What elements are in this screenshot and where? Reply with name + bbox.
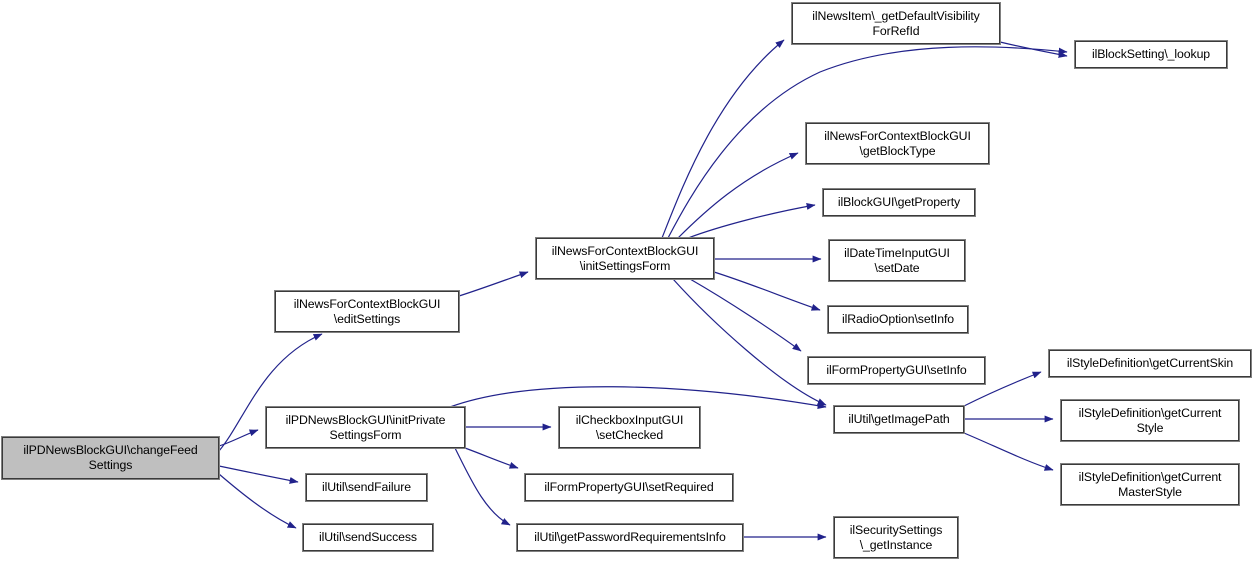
graph-node-label: ilNewsForContextBlockGUI \getBlockType: [824, 128, 971, 158]
graph-edge-getImagePath-to-getCurrentMasterStyle: [963, 432, 1054, 471]
graph-node-label: ilDateTimeInputGUI \setDate: [844, 245, 950, 275]
graph-node-sendFailure[interactable]: ilUtil\sendFailure: [305, 473, 428, 502]
graph-node-setChecked[interactable]: ilCheckboxInputGUI \setChecked: [558, 406, 701, 449]
graph-node-getCurrentSkin[interactable]: ilStyleDefinition\getCurrentSkin: [1048, 349, 1252, 378]
graph-node-setInfoRadio[interactable]: ilRadioOption\setInfo: [827, 305, 969, 334]
graph-node-setInfoForm[interactable]: ilFormPropertyGUI\setInfo: [807, 356, 986, 385]
graph-node-label: ilPDNewsBlockGUI\changeFeed Settings: [23, 443, 198, 472]
graph-edge-initSettingsForm-to-getProperty: [687, 203, 816, 239]
graph-edge-initSettingsForm-to-setInfoForm: [689, 278, 802, 352]
graph-node-getImagePath[interactable]: ilUtil\getImagePath: [833, 405, 965, 434]
graph-node-label: ilUtil\getImagePath: [848, 412, 950, 427]
graph-node-label: ilCheckboxInputGUI \setChecked: [575, 412, 684, 442]
graph-node-label: ilUtil\sendFailure: [321, 480, 412, 495]
graph-node-label: ilStyleDefinition\getCurrentSkin: [1066, 356, 1234, 371]
graph-node-initSettingsForm[interactable]: ilNewsForContextBlockGUI \initSettingsFo…: [535, 237, 715, 280]
graph-node-label: ilFormPropertyGUI\setInfo: [826, 363, 967, 378]
graph-node-getCurrentStyle[interactable]: ilStyleDefinition\getCurrent Style: [1060, 399, 1240, 442]
graph-node-getBlockType[interactable]: ilNewsForContextBlockGUI \getBlockType: [805, 122, 990, 165]
graph-node-changeFeedSettings[interactable]: ilPDNewsBlockGUI\changeFeed Settings: [1, 436, 220, 480]
graph-node-label: ilNewsForContextBlockGUI \initSettingsFo…: [551, 243, 699, 273]
graph-edge-changeFeedSettings-to-sendFailure: [218, 465, 299, 484]
graph-edge-changeFeedSettings-to-sendSuccess: [218, 473, 297, 529]
graph-node-label: ilRadioOption\setInfo: [841, 312, 955, 327]
graph-node-securitySettingsGetInstance[interactable]: ilSecuritySettings \_getInstance: [833, 516, 959, 559]
graph-node-getCurrentMasterStyle[interactable]: ilStyleDefinition\getCurrent MasterStyle: [1060, 463, 1240, 506]
graph-node-editSettings[interactable]: ilNewsForContextBlockGUI \editSettings: [274, 290, 460, 333]
graph-edge-getDefaultVisibilityForRefId-to-blockSettingLookup: [999, 41, 1068, 58]
graph-node-blockSettingLookup[interactable]: ilBlockSetting\_lookup: [1074, 40, 1228, 69]
graph-node-getPasswordRequirementsInfo[interactable]: ilUtil\getPasswordRequirementsInfo: [516, 523, 744, 552]
graph-node-label: ilStyleDefinition\getCurrent MasterStyle: [1078, 469, 1222, 499]
graph-node-label: ilNewsItem\_getDefaultVisibility ForRefI…: [812, 8, 980, 38]
graph-edge-editSettings-to-initSettingsForm: [458, 271, 529, 297]
graph-edge-initPrivateSettingsForm-to-getPasswordRequirementsInfo: [454, 447, 511, 526]
graph-node-label: ilFormPropertyGUI\setRequired: [544, 480, 714, 495]
graph-edge-initSettingsForm-to-getImagePath: [672, 278, 827, 406]
graph-node-getProperty[interactable]: ilBlockGUI\getProperty: [822, 188, 976, 217]
graph-node-setDate[interactable]: ilDateTimeInputGUI \setDate: [828, 239, 966, 282]
graph-node-label: ilUtil\sendSuccess: [319, 530, 417, 545]
graph-node-label: ilPDNewsBlockGUI\initPrivate SettingsFor…: [285, 412, 446, 442]
graph-edge-initPrivateSettingsForm-to-setRequired: [464, 447, 519, 469]
graph-node-label: ilNewsForContextBlockGUI \editSettings: [293, 296, 441, 326]
graph-edge-initSettingsForm-to-getBlockType: [677, 152, 799, 239]
graph-edge-changeFeedSettings-to-initPrivateSettingsForm: [218, 429, 259, 447]
graph-node-getDefaultVisibilityForRefId[interactable]: ilNewsItem\_getDefaultVisibility ForRefI…: [791, 2, 1001, 45]
graph-edge-initPrivateSettingsForm-to-getImagePath: [449, 386, 827, 410]
graph-node-label: ilBlockGUI\getProperty: [837, 195, 961, 210]
graph-node-label: ilStyleDefinition\getCurrent Style: [1078, 405, 1222, 435]
graph-node-label: ilSecuritySettings \_getInstance: [849, 522, 943, 552]
graph-node-initPrivateSettingsForm[interactable]: ilPDNewsBlockGUI\initPrivate SettingsFor…: [265, 406, 466, 449]
graph-edge-initSettingsForm-to-getDefaultVisibilityForRefId: [661, 39, 785, 239]
graph-node-label: ilUtil\getPasswordRequirementsInfo: [534, 530, 726, 545]
graph-node-setRequired[interactable]: ilFormPropertyGUI\setRequired: [524, 473, 734, 502]
graph-node-label: ilBlockSetting\_lookup: [1091, 47, 1211, 62]
graph-edge-initSettingsForm-to-setInfoRadio: [713, 271, 821, 311]
graph-node-sendSuccess[interactable]: ilUtil\sendSuccess: [302, 523, 434, 552]
